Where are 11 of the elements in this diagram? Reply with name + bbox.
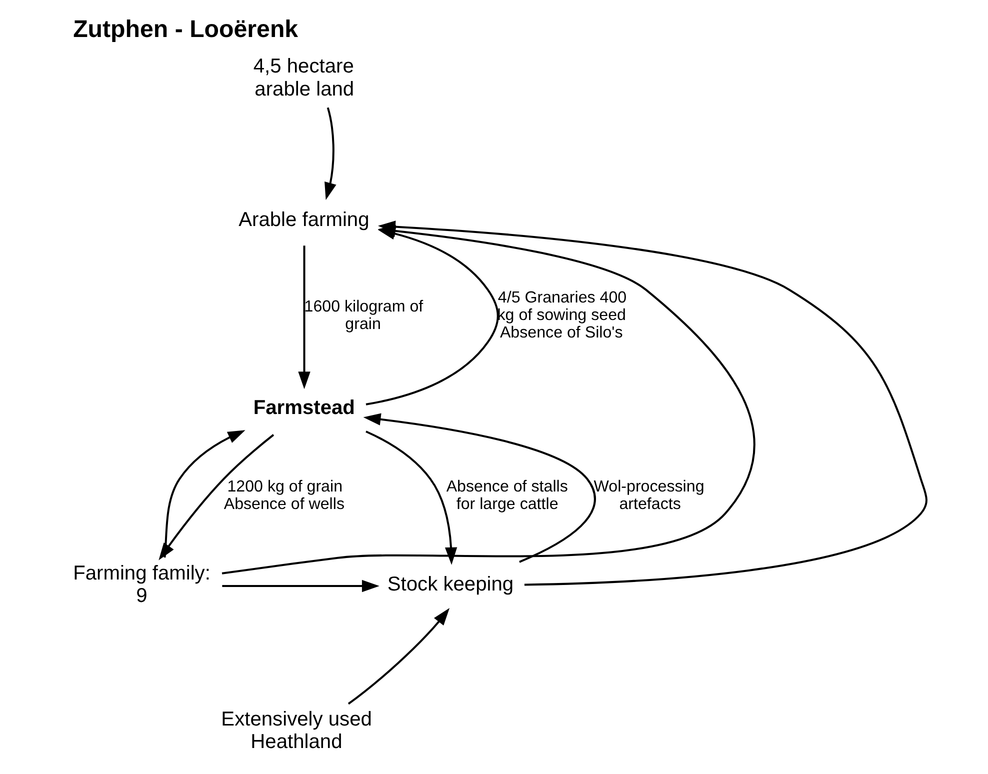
node-text: Extensively used Heathland <box>220 708 372 754</box>
node-text: Farmstead <box>252 396 354 419</box>
edge-label: 1600 kilogram of grain <box>304 297 423 333</box>
node-text: Stock keeping <box>386 574 514 596</box>
edge-label: 1200 kg of grain Absence of wells <box>223 478 344 514</box>
node-text: 4,5 hectare arable land <box>252 56 354 101</box>
node-text: Arable farming <box>238 209 369 232</box>
edge-label: Absence of stalls for large cattle <box>446 478 568 514</box>
edge-label: Wol-processing artefacts <box>593 478 704 514</box>
diagram-title: Zutphen - Looërenk <box>72 16 298 44</box>
node-text: Farming family: 9 <box>72 562 210 608</box>
